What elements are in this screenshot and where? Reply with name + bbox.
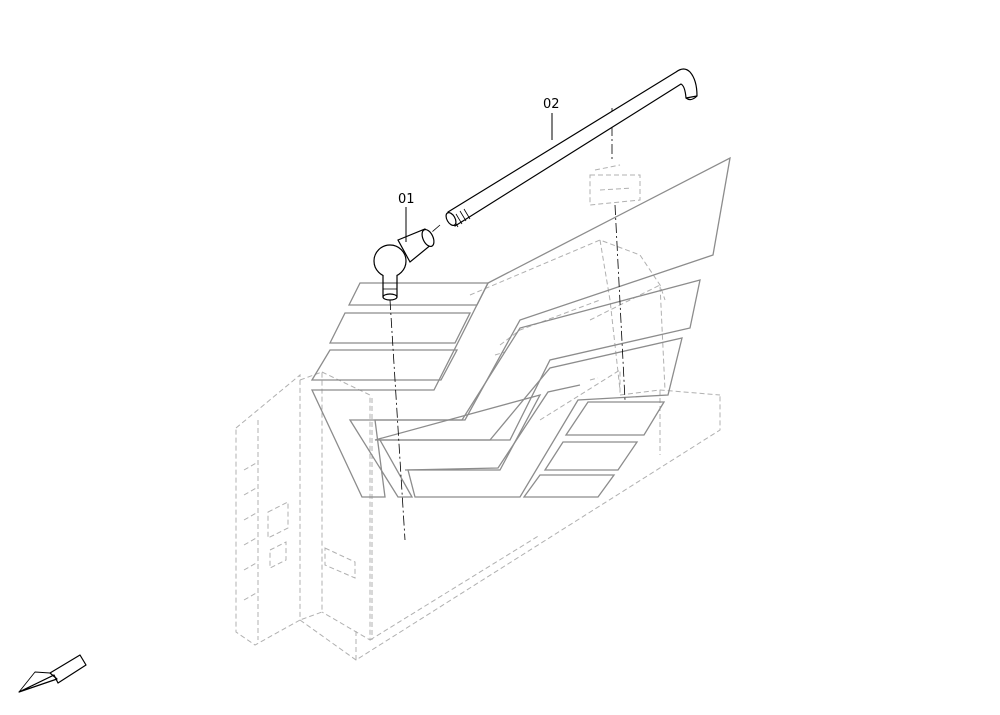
grille-panel-segments: [310, 156, 731, 498]
part-01-elbow-fitting: [373, 228, 435, 301]
callout-leaders: [405, 113, 553, 242]
slat-middle: [328, 312, 472, 344]
callout-label-01: 01: [398, 192, 415, 207]
slat-right-middle: [543, 441, 639, 471]
background-frame-assembly: [235, 164, 721, 661]
part-02-hose: [445, 68, 698, 228]
slat-bottom: [310, 349, 459, 381]
slat-top: [347, 282, 490, 306]
slat-right-bottom: [522, 474, 616, 498]
down-left-arrow-icon: [18, 654, 87, 693]
chevron-panel-middle: [348, 279, 701, 498]
chevron-panel-lower: [374, 337, 683, 498]
slat-right-top: [564, 401, 666, 436]
callout-label-02: 02: [543, 97, 560, 112]
chevron-panel-upper: [310, 156, 731, 498]
